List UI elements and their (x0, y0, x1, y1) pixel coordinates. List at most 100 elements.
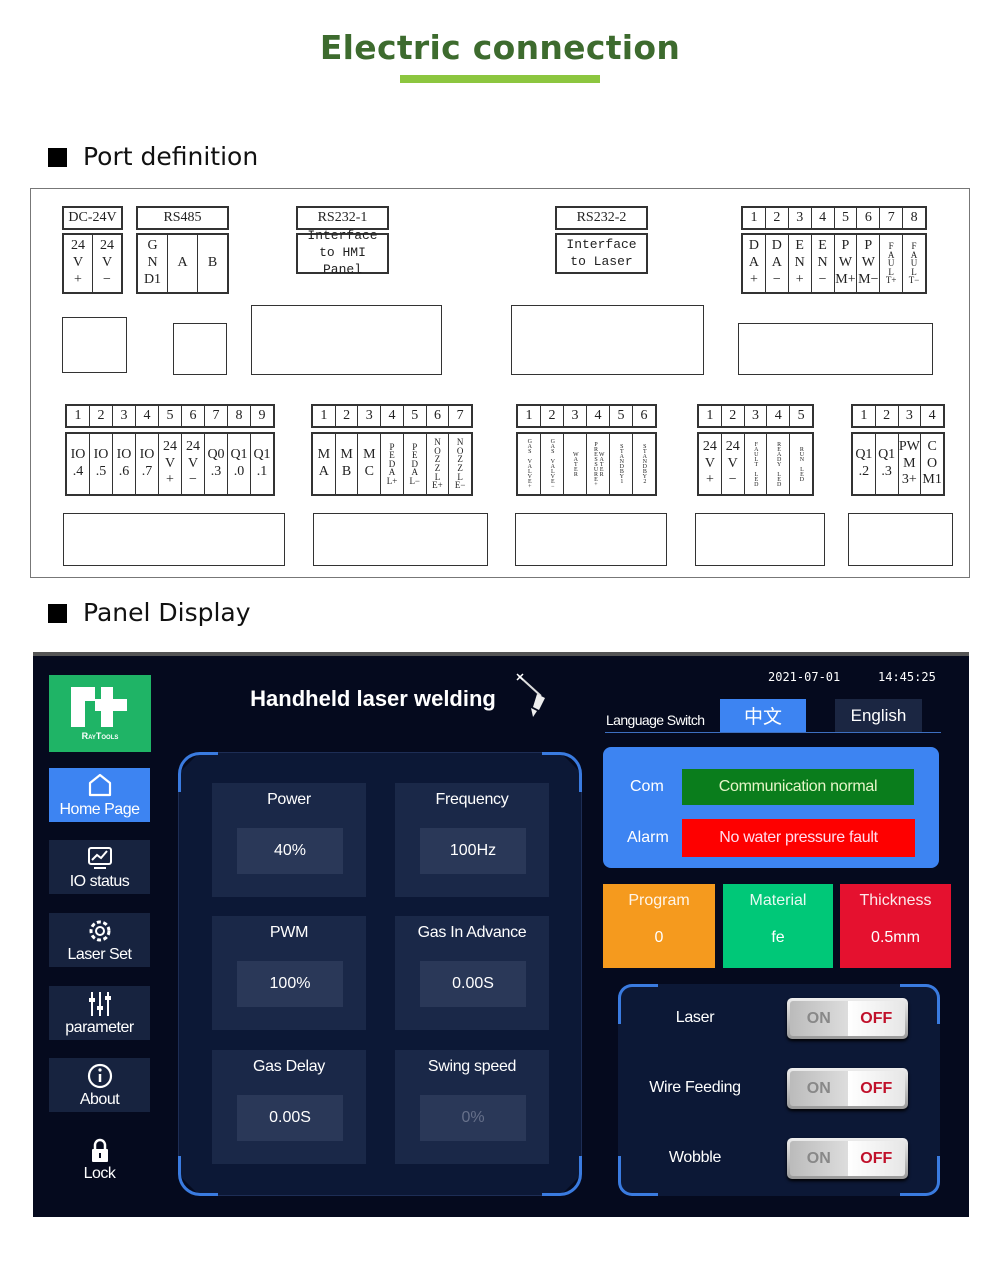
pin-number: 4 (928, 407, 936, 423)
pin-number: 1 (518, 406, 541, 426)
pin-label: IO .6 (113, 434, 136, 494)
pin-number: 1 (699, 406, 722, 426)
pin-number: 5 (797, 407, 805, 423)
pin-number: 1 (743, 208, 766, 228)
toggle-on[interactable]: ON (790, 1001, 848, 1036)
param-value-input[interactable]: 100% (237, 961, 343, 1007)
sliders-icon (88, 991, 111, 1016)
pin-label: WATER (564, 434, 587, 494)
pin-label: M B (336, 434, 359, 494)
pin-label: Q1 .1 (253, 447, 271, 479)
pin-label: Q1 .3 (876, 434, 899, 494)
alarm-label: Alarm (627, 829, 669, 846)
pin-label: P W M− (857, 235, 881, 292)
toggle-on[interactable]: ON (790, 1071, 848, 1106)
toggle-off[interactable]: OFF (847, 1001, 905, 1036)
pin-number: 9 (258, 407, 266, 423)
toggle-label: Wobble (668, 1149, 722, 1166)
alarm-status: No water pressure fault (682, 819, 915, 857)
toggle-on[interactable]: ON (790, 1141, 848, 1176)
pin-label: GAS VALVE+ (518, 434, 541, 494)
empty-terminal-box (738, 323, 933, 375)
info-icon (87, 1063, 112, 1088)
tile-label: Program (628, 892, 690, 909)
param-value-input[interactable]: 0.00S (237, 1095, 343, 1141)
pin-label: WATER PRESSURE+ (587, 434, 610, 494)
pin-number: 3 (564, 406, 587, 426)
sidebar-item-lock[interactable]: Lock (49, 1129, 150, 1189)
pin-label: Q1 .0 (228, 434, 251, 494)
connector-description: Interface to HMI Panel (296, 228, 389, 277)
param-value-input[interactable]: 0.00S (420, 961, 526, 1007)
sidebar-item-laser-set[interactable]: Laser Set (49, 913, 150, 967)
language-divider (605, 732, 941, 733)
pin-label: A (168, 235, 198, 292)
param-value-input[interactable]: 100Hz (420, 828, 526, 874)
sidebar-item-label: IO status (69, 872, 130, 890)
pin-label: RUN LED (798, 446, 805, 482)
language-english-button[interactable]: English (835, 699, 922, 732)
param-value-input[interactable]: 40% (237, 828, 343, 874)
pin-label: 24 V − (182, 434, 205, 494)
sidebar-item-parameter[interactable]: parameter (49, 986, 150, 1040)
lock-icon (91, 1138, 108, 1162)
pin-number: 3 (789, 208, 812, 228)
sidebar-item-about[interactable]: About (49, 1058, 150, 1112)
language-chinese-button[interactable]: 中文 (720, 699, 806, 732)
frame-corner (618, 1156, 658, 1196)
date-display: 2021-07-01 (768, 670, 841, 684)
status-panel: Com Communication normal Alarm No water … (603, 747, 939, 868)
pin-label: B (207, 255, 218, 271)
sidebar-item-label: About (79, 1090, 120, 1108)
home-icon (88, 773, 111, 796)
pin-label: M A (313, 434, 336, 494)
logo-mark-icon (71, 686, 127, 727)
pin-number: 6 (857, 208, 881, 228)
pin-label: D A − (766, 235, 789, 292)
pin-number: 6 (182, 406, 205, 426)
toggle-off[interactable]: OFF (847, 1071, 905, 1106)
param-label: Gas Delay (253, 1058, 325, 1075)
pin-label: E N + (789, 235, 812, 292)
com-label: Com (630, 778, 664, 795)
toggle-off[interactable]: OFF (847, 1141, 905, 1176)
pin-number: 2 (541, 406, 564, 426)
pin-number: 8 (228, 406, 251, 426)
sidebar-item-io-status[interactable]: IO status (49, 840, 150, 894)
pin-number: 4 (136, 406, 159, 426)
screen-title: Handheld laser welding (250, 686, 496, 711)
tile-label: Thickness (859, 892, 932, 909)
empty-terminal-box (515, 513, 667, 566)
pin-label: GAS VALVE− (541, 434, 564, 494)
pin-label: IO .5 (90, 434, 113, 494)
pin-number: 8 (910, 209, 918, 225)
frame-corner (542, 1156, 582, 1196)
pin-label: 24 V − (100, 238, 114, 287)
title-underline (400, 75, 600, 83)
frame-corner (178, 1156, 218, 1196)
toggle-label: Wire Feeding (649, 1079, 741, 1096)
pin-number: 2 (722, 406, 745, 426)
sidebar-item-label: parameter (65, 1018, 134, 1036)
pin-label: READY LED (767, 434, 791, 494)
language-switch-label: Language Switch (606, 712, 705, 728)
pin-label: 24 V + (64, 235, 93, 292)
param-value-input[interactable]: 0% (420, 1095, 526, 1141)
pin-number: 5 (610, 406, 633, 426)
sidebar-item-home-page[interactable]: Home Page (49, 768, 150, 822)
